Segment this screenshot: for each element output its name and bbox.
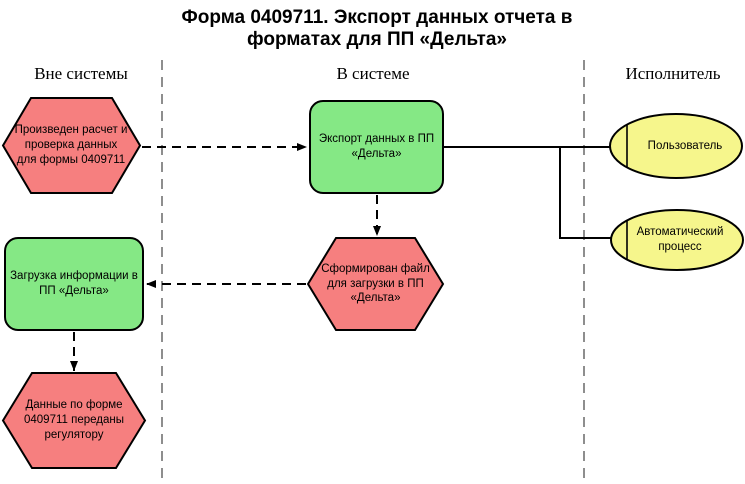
diagram-title: Форма 0409711. Экспорт данных отчета в ф… <box>181 7 573 50</box>
event-calc-shape[interactable] <box>1 97 142 194</box>
event-sent-shape[interactable] <box>1 372 147 469</box>
function-export-shape[interactable] <box>309 100 444 194</box>
role-user-shape[interactable] <box>609 113 743 179</box>
event-file-shape[interactable] <box>306 237 445 331</box>
function-load-shape[interactable] <box>4 237 144 331</box>
role-auto-shape[interactable] <box>610 209 744 271</box>
connector-func-export-to-role-auto <box>559 147 612 239</box>
